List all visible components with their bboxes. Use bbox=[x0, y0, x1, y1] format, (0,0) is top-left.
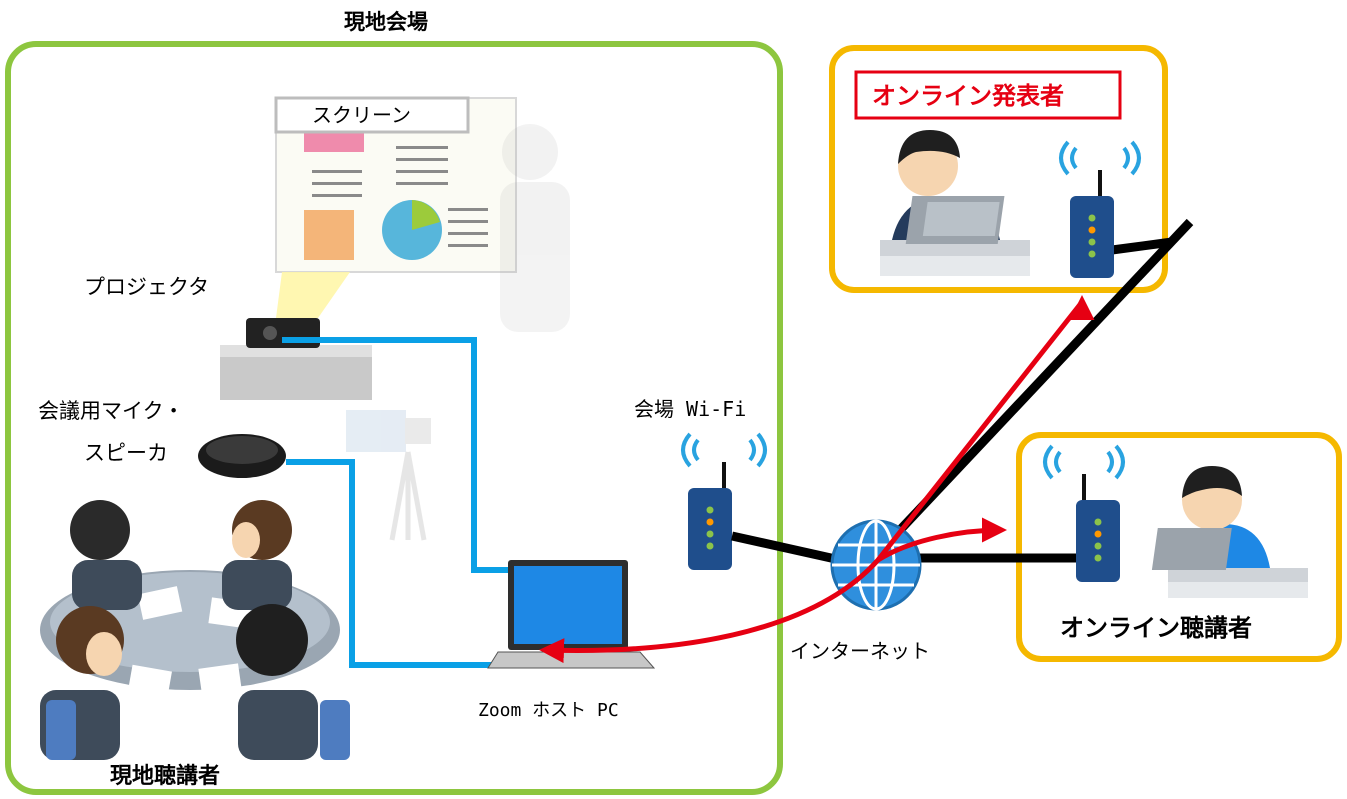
presenter-person-icon bbox=[880, 130, 1030, 276]
stream-to-host-arrow bbox=[539, 300, 1084, 664]
online-audience-label: オンライン聴講者 bbox=[1060, 614, 1252, 642]
venue-wifi-router-icon bbox=[681, 432, 767, 570]
presenter-wifi-router-icon bbox=[1059, 140, 1141, 278]
local-audience-label: 現地聴講者 bbox=[110, 764, 221, 789]
presenter-router-cable bbox=[1111, 237, 1173, 255]
screen-label: スクリーン bbox=[312, 103, 411, 127]
video-camera-icon bbox=[346, 410, 431, 541]
audience-frame bbox=[1016, 432, 1342, 662]
projector-icon bbox=[220, 318, 372, 400]
local-audience-illustration bbox=[40, 500, 350, 760]
speakerphone-icon bbox=[198, 434, 286, 478]
projector-beam bbox=[276, 272, 350, 318]
projector-to-pc-cable bbox=[282, 337, 516, 573]
laptop-icon bbox=[487, 560, 656, 669]
mic-label-line2: スピーカ bbox=[84, 441, 168, 465]
audience-wifi-router-icon bbox=[1043, 444, 1125, 582]
mic-label-line1: 会議用マイク・ bbox=[38, 399, 185, 423]
venue-frame bbox=[5, 41, 783, 795]
venue-title: 現地会場 bbox=[344, 10, 428, 34]
faint-speaker-silhouette bbox=[500, 124, 570, 332]
projector-label: プロジェクタ bbox=[84, 275, 210, 299]
venue-wifi-label: 会場 Wi-Fi bbox=[634, 397, 747, 421]
stream-to-audience-arrow bbox=[876, 517, 1007, 563]
internet-label: インターネット bbox=[790, 639, 930, 663]
host-pc-label: Zoom ホスト PC bbox=[478, 700, 619, 721]
presenter-label-box bbox=[854, 70, 1122, 120]
audience-person-icon bbox=[1151, 466, 1308, 598]
projection-screen bbox=[274, 96, 517, 273]
presenter-frame bbox=[829, 45, 1168, 293]
online-presenter-label: オンライン発表者 bbox=[872, 82, 1064, 110]
speaker-to-pc-cable bbox=[286, 459, 498, 668]
internet-to-presenter-cable bbox=[896, 218, 1194, 534]
venue-to-internet-cable bbox=[731, 531, 841, 565]
